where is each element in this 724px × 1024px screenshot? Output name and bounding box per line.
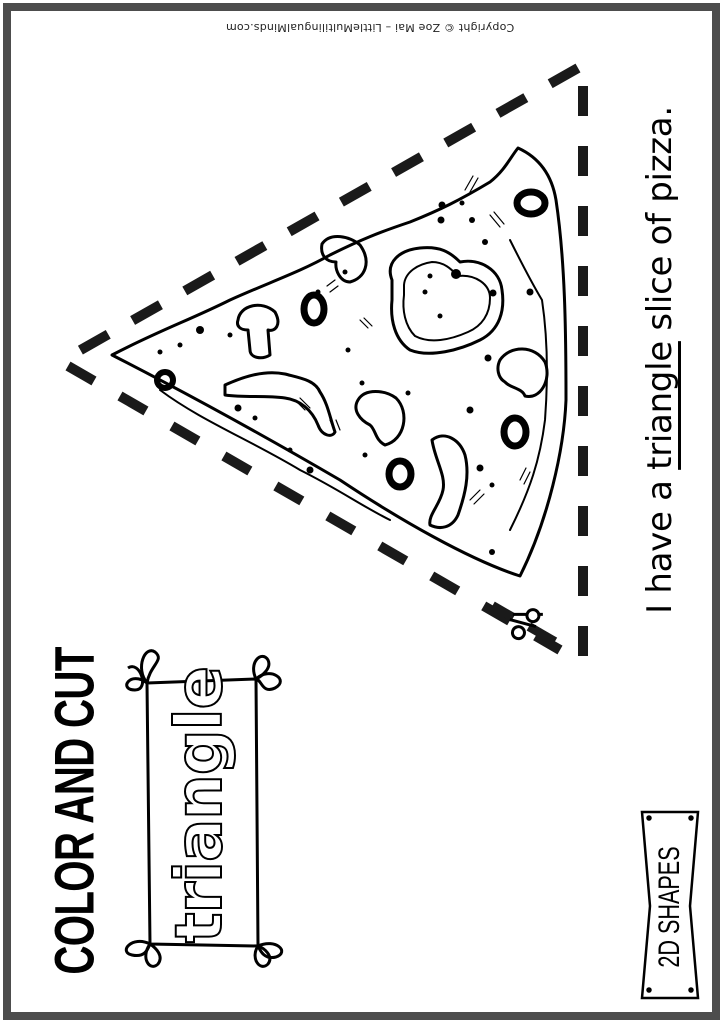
- sentence-suffix: slice of pizza.: [640, 106, 680, 342]
- page-border: [3, 3, 720, 1020]
- shape-word-label: triangle: [150, 666, 250, 944]
- sentence-text: I have a triangle slice of pizza.: [640, 106, 680, 614]
- scissors-icon: [490, 601, 558, 646]
- shape-word-text: triangle: [162, 666, 238, 944]
- category-label-frame: [640, 810, 700, 1000]
- sentence-prefix: I have a: [640, 469, 680, 614]
- word-label-frame: [124, 649, 284, 968]
- sentence: I have a triangle slice of pizza.: [636, 60, 684, 660]
- category-label-text: 2D SHAPES: [653, 846, 686, 968]
- cut-line: [65, 63, 588, 660]
- worksheet-title: COLOR AND CUT: [34, 628, 114, 994]
- sentence-underlined-word: triangle: [640, 341, 680, 470]
- pizza-slice-illustration: [110, 146, 568, 578]
- title-text: COLOR AND CUT: [42, 647, 106, 975]
- category-label: 2D SHAPES: [644, 812, 696, 1002]
